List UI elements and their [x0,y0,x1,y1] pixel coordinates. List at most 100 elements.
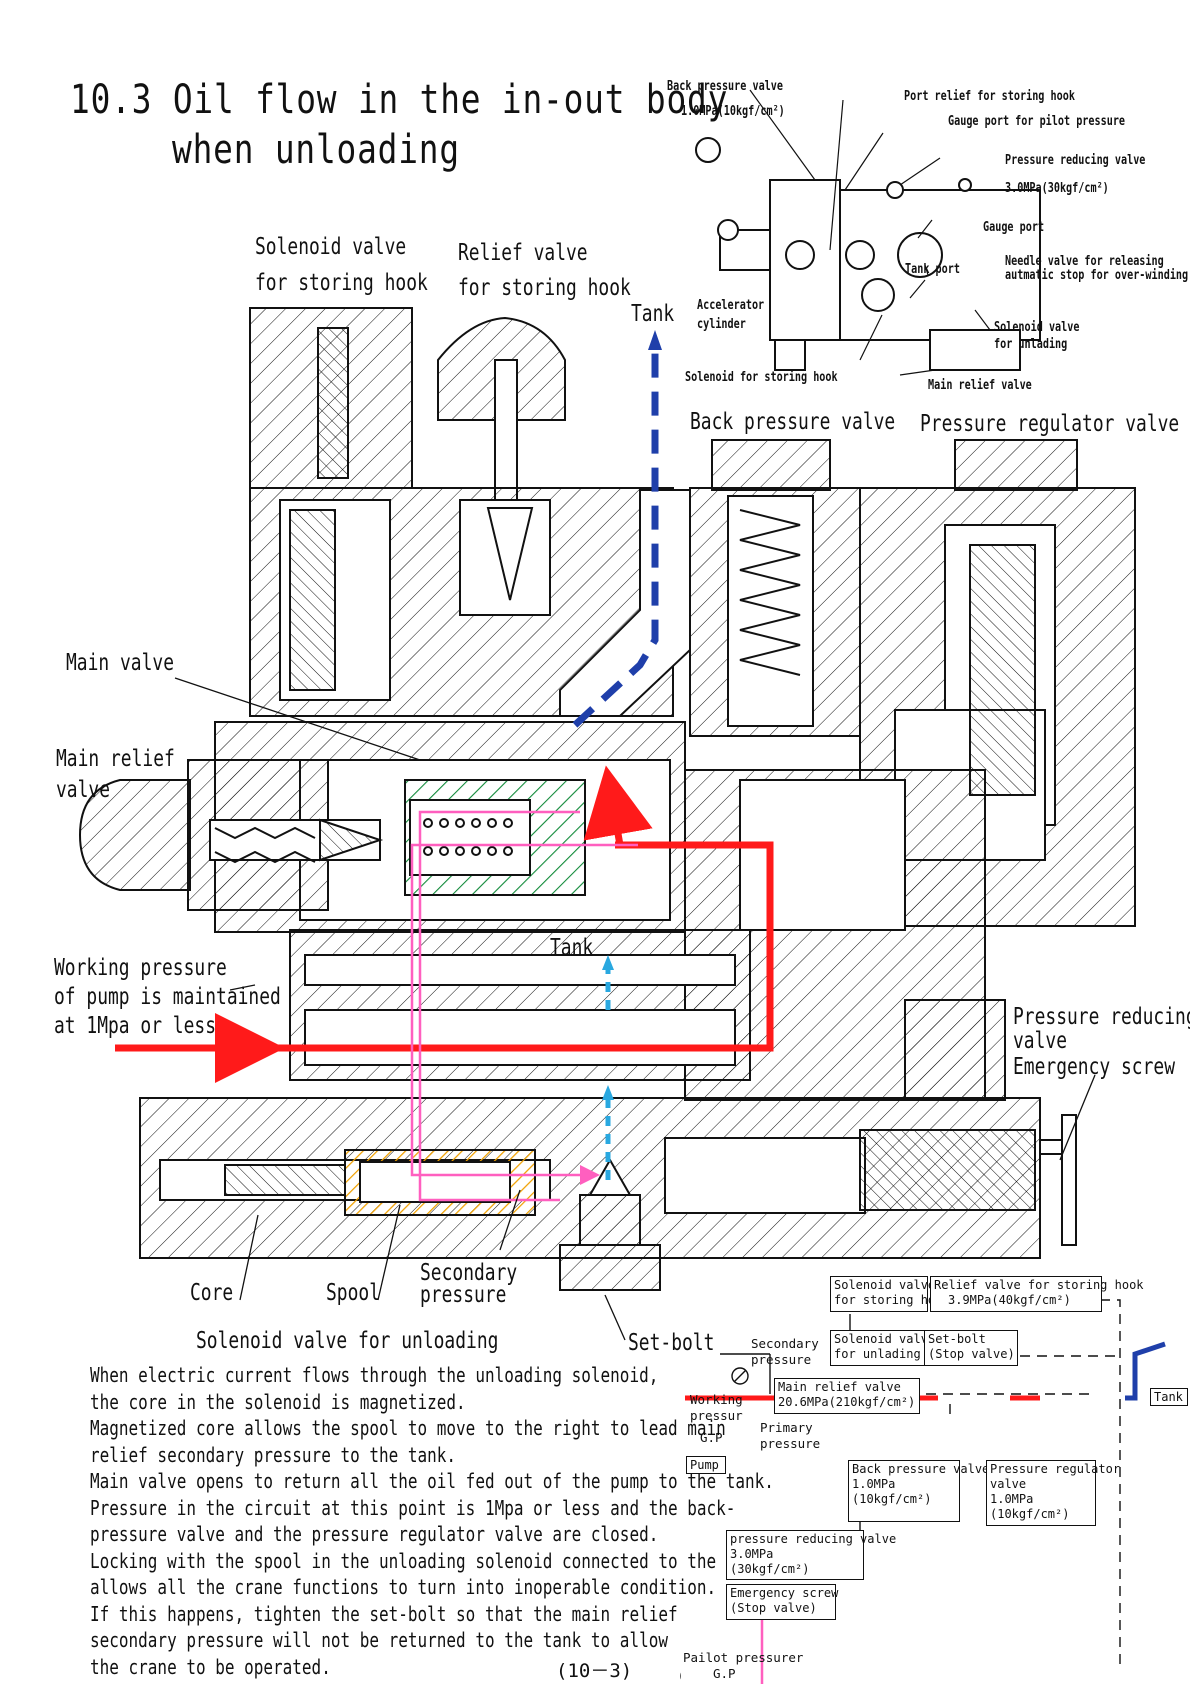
circuit-primary-l2: pressure [760,1436,821,1451]
label-working-l3: at 1Mpa or less [54,1013,217,1039]
pilot-pressure-flow-line [410,843,638,1185]
description-line: Main valve opens to return all the oil f… [90,1469,774,1493]
description-line: When electric current flows through the … [90,1363,659,1387]
circuit-box-solenoid-storing: Solenoid valve for storing hook [830,1276,950,1312]
description-line: relief secondary pressure to the tank. [90,1442,457,1467]
label-spool: Spool [326,1280,381,1306]
label-main-relief-l2: valve [56,777,111,803]
circuit-text: 1.0MPa [990,1492,1034,1506]
circuit-working-l2: pressur [690,1408,743,1423]
label-prv-l1: Pressure reducing [1013,1004,1190,1030]
circuit-text: (10kgf/cm²) [852,1492,932,1506]
circuit-text: valve [990,1477,1027,1491]
label-set-bolt: Set-bolt [628,1330,715,1356]
mini-back-pressure-value: 1.0MPa(10kgf/cm²) [681,104,785,119]
label-secondary-l1: Secondary [420,1260,518,1286]
mini-needle-l1: Needle valve for releasing [1005,254,1164,269]
description-line: Magnetized core allows the spool to move… [90,1416,726,1440]
page-title-line2: when unloading [172,127,460,173]
circuit-secondary-l2: pressure [751,1352,812,1367]
circuit-text: Solenoid valve [834,1278,936,1292]
label-back-pressure-valve: Back pressure valve [690,409,896,435]
circuit-text: Set-bolt [928,1332,986,1346]
page-title-line1: 10.3 Oil flow in the in-out body [70,77,729,123]
label-solenoid-storing-l1: Solenoid valve [255,234,407,260]
circuit-text: 3.0MPa [730,1547,774,1561]
mini-solenoid-unlading-l1: Solenoid valve [994,320,1080,335]
description-block: When electric current flows through the … [90,1362,945,1680]
circuit-text: Back pressure valve [852,1462,990,1476]
description-line: Locking with the spool in the unloading … [90,1548,765,1573]
circuit-text: (Stop valve) [730,1601,817,1615]
circuit-text: for unlading [834,1347,921,1361]
circuit-secondary-l1: Secondary [751,1336,819,1351]
circuit-text: (30kgf/cm²) [730,1562,810,1576]
mini-back-pressure-valve: Back pressure valve [667,79,784,94]
circuit-box-tank: Tank [1150,1388,1188,1406]
mini-gauge-port: Gauge port [983,220,1045,235]
circuit-text: 1.0MPa [852,1477,896,1491]
mini-tank-port: Tank port [905,262,960,277]
label-tank-mid: Tank [550,935,594,961]
circuit-pilot-l1: Pailot pressurer [683,1650,804,1665]
circuit-text: Pressure regulator [990,1462,1121,1476]
label-solenoid-unloading: Solenoid valve for unloading [196,1328,499,1354]
circuit-box-back-pressure: Back pressure valve 1.0MPa (10kgf/cm²) [848,1460,990,1522]
description-line: the crane to be operated. [90,1654,331,1679]
description-line: the core in the solenoid is magnetized. [90,1389,466,1414]
circuit-text: for storing hook [834,1293,950,1307]
label-relief-storing-l2: for storing hook [458,275,631,301]
label-prv-l2: valve [1013,1028,1068,1054]
circuit-tank-line [1125,1341,1166,1401]
circuit-box-pressure-regulator: Pressure regulator valve 1.0MPa (10kgf/c… [986,1460,1121,1526]
label-core: Core [190,1280,234,1306]
description-line: pressure valve and the pressure regulato… [90,1522,659,1546]
description-line: secondary pressure will not be returned … [90,1628,668,1652]
circuit-text: 3.9MPa(40kgf/cm²) [948,1293,1071,1307]
circuit-text: Emergency screw [730,1586,839,1600]
circuit-text: (10kgf/cm²) [990,1507,1070,1521]
label-relief-storing-l1: Relief valve [458,240,588,266]
circuit-text: Relief valve for storing hook [934,1278,1144,1292]
circuit-text: Main relief valve [778,1380,901,1394]
working-pressure-flow-line [115,841,774,1052]
circuit-box-solenoid-unlading: Solenoid valve for unlading [830,1330,936,1366]
mini-gauge-pilot: Gauge port for pilot pressure [948,114,1126,129]
label-main-relief-l1: Main relief [56,746,175,772]
mini-pressure-reducing-value: 3.0MPa(30kgf/cm²) [1005,181,1109,196]
circuit-box-relief-storing: Relief valve for storing hook 3.9MPa(40k… [930,1276,1144,1312]
mini-port-relief: Port relief for storing hook [904,89,1075,104]
circuit-primary-l1: Primary [760,1420,813,1435]
mini-accelerator-l2: cylinder [697,317,746,332]
circuit-working-l1: Working [690,1392,743,1407]
circuit-box-main-relief: Main relief valve 20.6MPa(210kgf/cm²) [774,1378,920,1414]
mini-needle-l2: autmatic stop for over-winding [1005,268,1189,283]
description-line: allows all the crane functions to turn i… [90,1575,717,1599]
circuit-box-emergency-screw: Emergency screw (Stop valve) [726,1584,839,1620]
mini-solenoid-unlading-l2: for unlading [994,337,1068,352]
label-secondary-l2: pressure [420,1282,507,1308]
circuit-gp1: G.P [700,1430,723,1445]
label-tank-top: Tank [631,301,675,327]
circuit-text: (Stop valve) [928,1347,1015,1361]
label-working-l1: Working pressure [54,955,227,981]
circuit-box-pump: Pump [686,1456,726,1474]
circuit-text: Tank [1154,1390,1183,1404]
label-working-l2: of pump is maintained [54,984,281,1010]
mini-accelerator-l1: Accelerator [697,298,765,313]
circuit-text: pressure reducing valve [730,1532,897,1546]
page-number: (10－3) [556,1660,633,1682]
circuit-box-set-bolt: Set-bolt (Stop valve) [924,1330,1018,1366]
mini-pressure-reducing: Pressure reducing valve [1005,153,1146,168]
label-solenoid-storing-l2: for storing hook [255,270,428,296]
circuit-text: 20.6MPa(210kgf/cm²) [778,1395,916,1409]
external-view-drawing [695,89,1041,376]
circuit-text: Solenoid valve [834,1332,936,1346]
description-line: If this happens, tighten the set-bolt so… [90,1601,678,1626]
label-prv-l3: Emergency screw [1013,1054,1176,1080]
description-line: Pressure in the circuit at this point is… [90,1495,736,1520]
label-pressure-regulator-valve: Pressure regulator valve [920,411,1180,437]
tank-return-flow-line [572,340,659,728]
circuit-pilot-l2: G.P [713,1666,736,1681]
